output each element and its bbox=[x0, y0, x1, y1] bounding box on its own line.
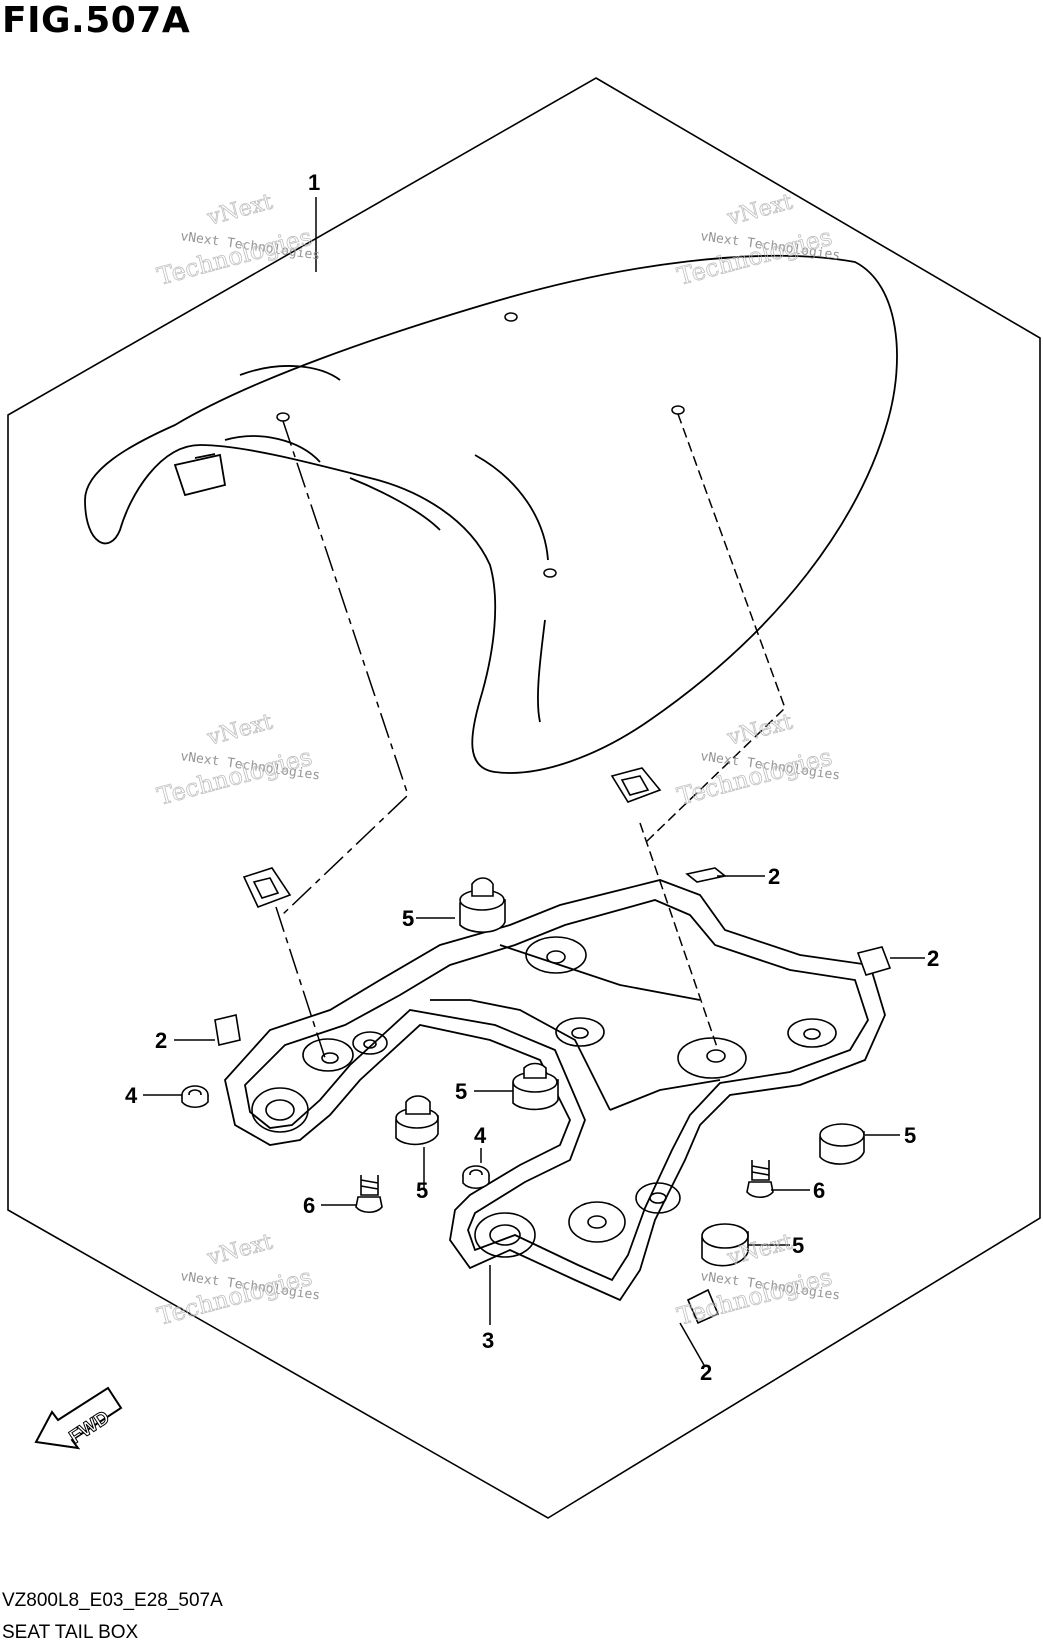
callout-label: 2 bbox=[927, 946, 939, 971]
grommet bbox=[181, 1085, 209, 1109]
callout-label: 2 bbox=[155, 1028, 167, 1053]
figure-caption: SEAT TAIL BOX bbox=[2, 1622, 139, 1643]
figure-title: FIG.507A bbox=[2, 0, 191, 41]
callout-label: 5 bbox=[455, 1079, 467, 1104]
rubber-cushion bbox=[701, 1223, 749, 1267]
clip-nut bbox=[242, 867, 292, 909]
callout-label: 5 bbox=[792, 1233, 804, 1258]
diagram-frame bbox=[7, 77, 1041, 1519]
grommet bbox=[462, 1165, 490, 1190]
callout-label: 2 bbox=[768, 864, 780, 889]
callout-label: 5 bbox=[402, 906, 414, 931]
callout-label: 2 bbox=[700, 1360, 712, 1385]
bracket-bosses bbox=[251, 936, 837, 1258]
rubber-cushion bbox=[512, 1062, 559, 1111]
callout-label: 5 bbox=[904, 1123, 916, 1148]
rubber-cushion bbox=[395, 1095, 439, 1146]
callout-label: 3 bbox=[482, 1328, 494, 1353]
watermark-big: vNext bbox=[204, 190, 275, 232]
assembly-lines bbox=[275, 413, 786, 1059]
watermark-big: vNext bbox=[204, 710, 275, 752]
seat-mounting-bracket bbox=[224, 879, 886, 1302]
bolt bbox=[355, 1175, 383, 1214]
watermark: vNext Technologies vNext Technologies vN… bbox=[154, 189, 841, 1331]
rubber-cushion bbox=[819, 1123, 865, 1165]
callout-label: 4 bbox=[125, 1083, 138, 1108]
rubber-cushion bbox=[459, 877, 506, 933]
forward-direction-arrow: FWD bbox=[34, 1386, 123, 1450]
watermark-big: vNext bbox=[724, 190, 795, 232]
callout-label: 2 bbox=[927, 946, 939, 971]
watermark-big: vNext bbox=[724, 710, 795, 752]
bolt bbox=[746, 1160, 774, 1199]
callout-label: 5 bbox=[416, 1178, 428, 1203]
cushion-pad bbox=[214, 867, 892, 1325]
callout-label: 6 bbox=[303, 1193, 315, 1218]
callout-label: 5 bbox=[402, 906, 414, 931]
watermark-big: vNext bbox=[204, 1230, 275, 1272]
callout-label: 1 bbox=[308, 170, 320, 195]
figure-code: VZ800L8_E03_E28_507A bbox=[2, 1590, 223, 1611]
leader-lines bbox=[143, 197, 925, 1366]
seat-tail-cover bbox=[84, 254, 898, 774]
callout-label: 4 bbox=[474, 1123, 487, 1148]
callout-labels: 1 2 2 2 2 2 3 4 4 5 5 5 5 5 5 6 6 bbox=[125, 170, 939, 1385]
clip-nut bbox=[610, 767, 662, 803]
callout-label: 6 bbox=[813, 1178, 825, 1203]
